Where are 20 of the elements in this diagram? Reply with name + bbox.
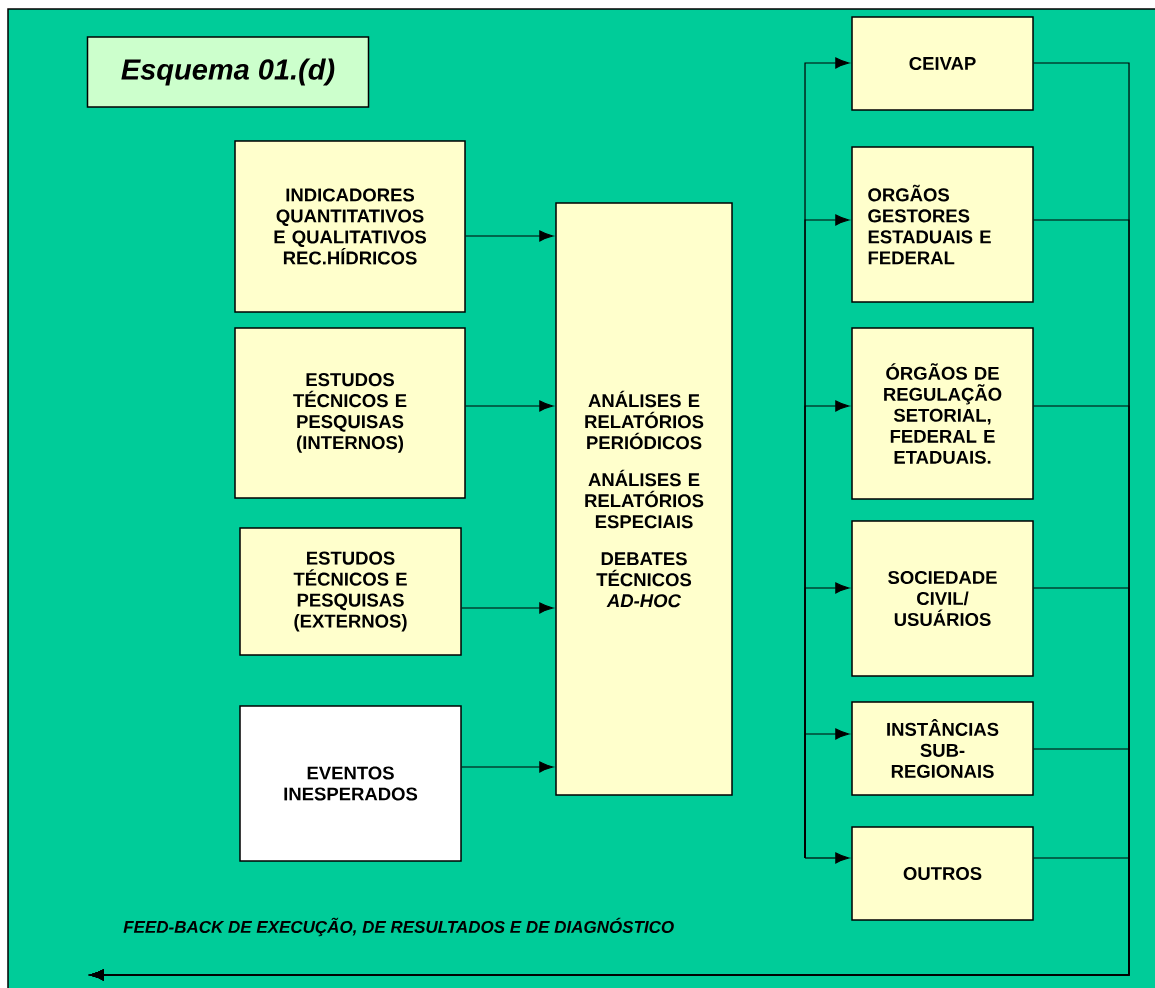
text-box: ESTUDOS TÉCNICOS E PESQUISAS (INTERNOS) xyxy=(234,327,466,499)
text-box: CEIVAP xyxy=(851,16,1034,111)
arrow xyxy=(465,400,554,412)
text-box: ESTUDOS TÉCNICOS E PESQUISAS (EXTERNOS) xyxy=(239,527,462,656)
text-box: INDICADORES QUANTITATIVOS E QUALITATIVOS REC.HÍDRICOS xyxy=(234,140,466,313)
text-box: ÓRGÃOS DE REGULAÇÃO SETORIAL, FEDERAL E ETADUAIS. xyxy=(851,327,1034,500)
text-box: ANÁLISES E RELATÓRIOS PERIÓDICOS ANÁLISES E RELATÓRIOS ESPECIAIS DEBATES TÉCNICOS AD-HOC xyxy=(555,202,733,796)
text-box: SOCIEDADE CIVIL/ USUÁRIOS xyxy=(851,520,1034,677)
text-box: ORGÃOS GESTORES ESTADUAIS E FEDERAL xyxy=(851,146,1034,303)
text-box: OUTROS xyxy=(851,826,1034,921)
arrow xyxy=(461,602,554,614)
arrow xyxy=(89,857,1130,981)
arrow xyxy=(465,230,554,242)
arrow xyxy=(804,852,850,864)
text-box: INSTÂNCIAS SUB- REGIONAIS xyxy=(851,701,1034,796)
arrow xyxy=(804,728,850,859)
title-box: Esquema 01.(d) xyxy=(86,36,370,108)
text-box: EVENTOS INESPERADOS xyxy=(239,705,462,862)
arrow xyxy=(461,761,554,773)
caption-text: FEED-BACK DE EXECUÇÃO, DE RESULTADOS E DE DIAGNÓSTICO xyxy=(123,917,674,937)
